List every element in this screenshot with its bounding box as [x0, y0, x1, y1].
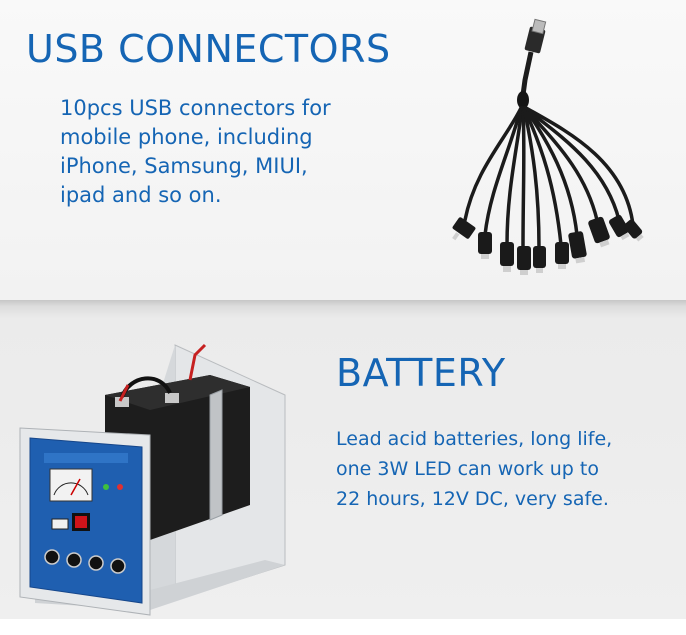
usb-connectors-title: USB CONNECTORS — [26, 27, 391, 71]
usb-cable-image — [452, 18, 644, 275]
usb-description-line: 10pcs USB connectors for — [60, 96, 331, 120]
usb-description-line: mobile phone, including — [60, 125, 313, 149]
usb-connectors-description: 10pcs USB connectors for mobile phone, i… — [60, 94, 331, 210]
usb-description-line: iPhone, Samsung, MIUI, — [60, 154, 308, 178]
battery-description: Lead acid batteries, long life, one 3W L… — [336, 424, 612, 514]
battery-description-line: one 3W LED can work up to — [336, 458, 599, 480]
battery-box-image — [19, 343, 286, 616]
usb-description-line: ipad and so on. — [60, 183, 222, 207]
battery-description-line: 22 hours, 12V DC, very safe. — [336, 488, 609, 510]
battery-title: BATTERY — [336, 351, 506, 395]
battery-description-line: Lead acid batteries, long life, — [336, 428, 613, 450]
battery-section: BATTERY Lead acid batteries, long life, … — [0, 300, 686, 619]
usb-connectors-section: USB CONNECTORS 10pcs USB connectors for … — [0, 0, 686, 300]
